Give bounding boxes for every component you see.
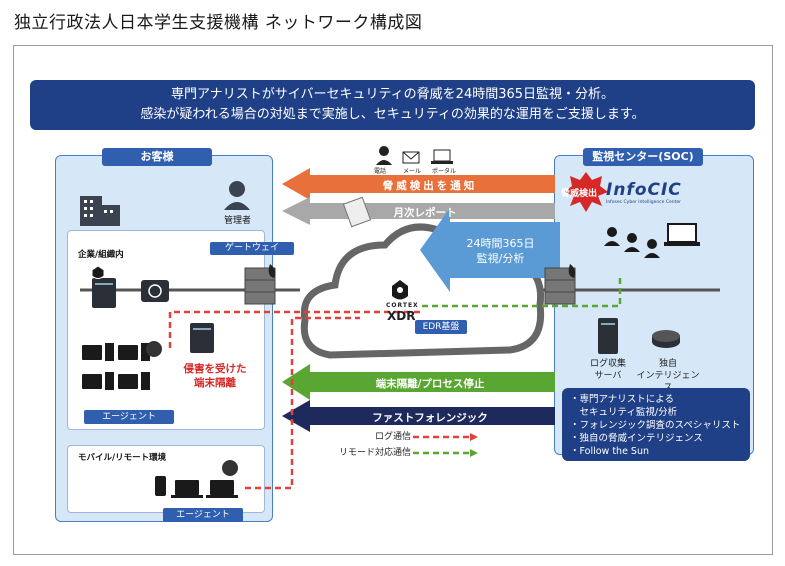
intelligence-label-1: 独自 xyxy=(658,359,677,369)
monitor-arrow-label: 24時間365日 監視/分析 xyxy=(448,236,553,266)
forensic-arrow-label: ファストフォレンジック xyxy=(372,412,488,424)
edr-platform-label: EDR基盤 xyxy=(415,320,467,334)
forensic-arrow xyxy=(282,400,555,432)
detect-badge-label: 脅威検出 xyxy=(561,189,598,199)
portal-label: ポータル xyxy=(432,168,457,175)
log-server-icon xyxy=(598,318,618,354)
report-document-icon xyxy=(342,196,372,228)
intro-banner: 専門アナリストがサイバーセキュリティの脅威を24時間365日監視・分析。 感染が… xyxy=(30,80,755,130)
soc-feature-list: ・専門アナリストによる セキュリティ監視/分析 ・フォレンジック調査のスペシャリ… xyxy=(562,388,750,461)
legend-log-arrowhead xyxy=(470,433,478,441)
admin-person-icon xyxy=(224,181,250,210)
log-server-label-1: ログ収集 xyxy=(589,359,626,369)
soc-feature-item: セキュリティ監視/分析 xyxy=(570,407,678,418)
phone-person-icon xyxy=(376,146,392,165)
gateway-firewall-icon xyxy=(244,264,276,305)
monitor-label-line-1: 24時間365日 xyxy=(466,237,535,250)
infected-endpoint-label: 侵害を受けた 端末隔離 xyxy=(180,362,250,390)
xdr-shield-icon xyxy=(392,280,408,300)
monitor-arrow xyxy=(420,208,560,292)
legend-remote-label: リモード対応通信 xyxy=(338,447,411,458)
log-server-label: ログ収集 サーバ xyxy=(588,358,628,382)
page-title: 独立行政法人日本学生支援機構 ネットワーク構成図 xyxy=(14,13,423,33)
endpoint-pc-group xyxy=(82,341,162,390)
server-icon xyxy=(91,265,116,308)
remote-log-line xyxy=(245,316,360,490)
phone-label: 電話 xyxy=(374,168,387,175)
soc-brand-subtitle: Infosec Cyber Intelligence Center xyxy=(606,200,682,205)
legend-log-row: ログ通信 xyxy=(335,427,485,443)
mail-icon xyxy=(402,151,420,164)
admin-label: 管理者 xyxy=(224,216,252,226)
detect-badge-star xyxy=(564,172,608,212)
intelligence-database-icon xyxy=(652,330,680,348)
xdr-label: XDR xyxy=(387,309,416,323)
gateway-label: ゲートウェイ xyxy=(210,242,294,255)
legend-remote-row: リモード対応通信 xyxy=(335,443,485,459)
customer-panel-title: お客様 xyxy=(102,148,212,166)
log-traffic-line xyxy=(168,310,420,348)
mobile-remote-label: モバイル/リモート環境 xyxy=(78,453,167,463)
isolate-arrow xyxy=(282,364,555,400)
soc-feature-item: ・専門アナリストによる xyxy=(570,394,675,405)
portal-laptop-icon xyxy=(431,149,453,164)
notify-arrow-label: 脅威検出を通知 xyxy=(382,180,478,192)
legend-remote-arrowhead xyxy=(470,449,478,457)
agent-chip: エージェント xyxy=(84,410,174,424)
soc-brand: InfoCIC xyxy=(606,180,682,200)
corp-network-label: 企業/組織内 xyxy=(78,250,124,260)
soc-firewall-icon xyxy=(544,264,576,305)
soc-feature-item: ・独自の脅威インテリジェンス xyxy=(570,433,703,444)
mail-label: メール xyxy=(403,168,422,175)
building-icon xyxy=(80,196,120,226)
soc-feature-item: ・フォレンジック調査のスペシャリスト xyxy=(570,420,741,431)
log-server-label-2: サーバ xyxy=(594,371,622,381)
switch-icon xyxy=(141,280,169,302)
infected-label-line-1: 侵害を受けた xyxy=(183,363,247,375)
report-arrow-label: 月次レポート xyxy=(393,207,457,219)
soc-panel-title: 監視センター(SOC) xyxy=(583,148,703,166)
isolate-arrow-label: 端末隔離/プロセス停止 xyxy=(375,378,485,390)
corporate-network-box xyxy=(67,230,265,430)
banner-line-2: 感染が疑われる場合の対処まで実施し、セキュリティの効果的な運用をご支援します。 xyxy=(140,107,645,122)
analyst-group-icon xyxy=(604,223,700,258)
notify-arrow xyxy=(282,168,555,200)
cortex-label: CORTEX xyxy=(386,302,419,309)
mobile-devices-icon xyxy=(155,460,238,498)
legend: ログ通信 リモード対応通信 xyxy=(335,427,485,467)
isolated-server-icon xyxy=(190,323,214,353)
soc-feature-item: ・Follow the Sun xyxy=(570,446,650,457)
monitor-label-line-2: 監視/分析 xyxy=(476,252,525,265)
remote-response-line xyxy=(420,278,622,308)
legend-log-label: ログ通信 xyxy=(374,431,411,442)
agent-chip-2: エージェント xyxy=(163,508,243,522)
infected-label-line-2: 端末隔離 xyxy=(194,377,236,389)
banner-line-1: 専門アナリストがサイバーセキュリティの脅威を24時間365日監視・分析。 xyxy=(170,87,615,102)
